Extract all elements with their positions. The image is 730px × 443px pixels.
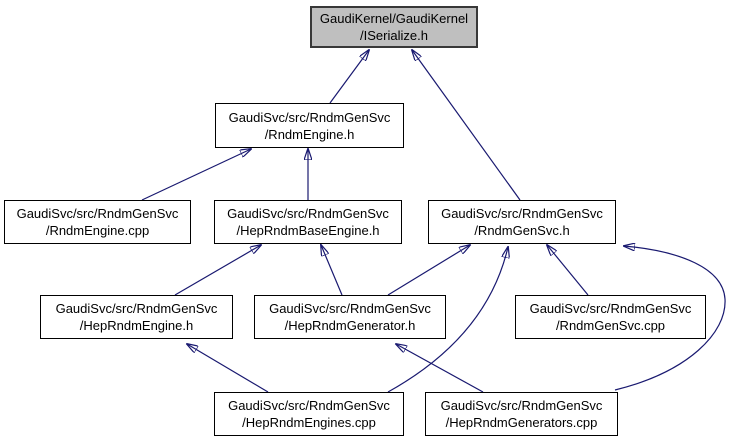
node-rndmgensvc-cpp[interactable]: GaudiSvc/src/RndmGenSvc /RndmGenSvc.cpp <box>515 295 706 339</box>
node-label-line1: GaudiSvc/src/RndmGenSvc <box>269 301 431 316</box>
edge-rndmengine-h-to-iserialize-h <box>329 50 369 104</box>
edge-heprndmgenerator-h-to-heprndmbaseengine-h <box>321 245 343 296</box>
edge-heprndmengines-cpp-to-rndmgensvc-h <box>387 247 508 393</box>
edge-heprndmgenerators-cpp-to-heprndmgenerator-h <box>396 344 484 393</box>
node-label-line1: GaudiSvc/src/RndmGenSvc <box>441 206 603 221</box>
edge-heprndmengines-cpp-to-heprndmengine-h <box>187 344 269 393</box>
node-label-line1: GaudiSvc/src/RndmGenSvc <box>227 206 389 221</box>
edge-heprndmgenerators-cpp-to-rndmgensvc-h <box>614 246 726 391</box>
node-label-line2: /ISerialize.h <box>360 28 428 43</box>
node-label-line2: /RndmGenSvc.h <box>474 223 570 238</box>
edge-rndmgensvc-h-to-iserialize-h <box>412 50 521 201</box>
node-rndmengine-cpp[interactable]: GaudiSvc/src/RndmGenSvc /RndmEngine.cpp <box>4 200 191 244</box>
node-heprndmgenerator-h[interactable]: GaudiSvc/src/RndmGenSvc /HepRndmGenerato… <box>254 295 446 339</box>
node-label-line1: GaudiSvc/src/RndmGenSvc <box>16 206 179 221</box>
node-heprndmbaseengine-h[interactable]: GaudiSvc/src/RndmGenSvc /HepRndmBaseEngi… <box>214 200 402 244</box>
node-label-line2: /RndmEngine.cpp <box>45 223 150 238</box>
node-label-line2: /HepRndmEngine.h <box>79 318 194 333</box>
node-label-line2: /HepRndmBaseEngine.h <box>236 223 380 238</box>
node-heprndmengine-h[interactable]: GaudiSvc/src/RndmGenSvc /HepRndmEngine.h <box>40 295 233 339</box>
node-label-line2: /RndmEngine.h <box>264 126 355 142</box>
node-heprndmengines-cpp[interactable]: GaudiSvc/src/RndmGenSvc /HepRndmEngines.… <box>214 392 404 436</box>
node-rndmgensvc-h[interactable]: GaudiSvc/src/RndmGenSvc /RndmGenSvc.h <box>428 200 616 244</box>
node-label-line1: GaudiSvc/src/RndmGenSvc <box>228 398 390 413</box>
node-label-line1: GaudiSvc/src/RndmGenSvc <box>440 398 603 413</box>
node-label-line1: GaudiSvc/src/RndmGenSvc <box>55 301 218 316</box>
node-iserialize-h: GaudiKernel/GaudiKernel /ISerialize.h <box>310 6 478 48</box>
node-label-line1: GaudiSvc/src/RndmGenSvc <box>529 301 692 316</box>
edge-heprndmgenerator-h-to-rndmgensvc-h <box>387 245 470 296</box>
node-label-line2: /HepRndmGenerator.h <box>284 318 416 333</box>
node-label-line2: /HepRndmEngines.cpp <box>242 415 376 430</box>
node-label-line2: /HepRndmGenerators.cpp <box>445 415 598 430</box>
edge-rndmgensvc-cpp-to-rndmgensvc-h <box>547 245 589 296</box>
node-rndmengine-h[interactable]: GaudiSvc/src/RndmGenSvc /RndmEngine.h <box>215 103 404 148</box>
node-label-line2: /RndmGenSvc.cpp <box>555 318 666 333</box>
edge-heprndmengine-h-to-heprndmbaseengine-h <box>174 245 261 296</box>
node-heprndmgenerators-cpp[interactable]: GaudiSvc/src/RndmGenSvc /HepRndmGenerato… <box>425 392 618 436</box>
edge-rndmengine-cpp-to-rndmengine-h <box>141 149 251 201</box>
node-label-line1: GaudiSvc/src/RndmGenSvc <box>228 109 391 125</box>
node-label-line1: GaudiKernel/GaudiKernel <box>319 11 469 26</box>
